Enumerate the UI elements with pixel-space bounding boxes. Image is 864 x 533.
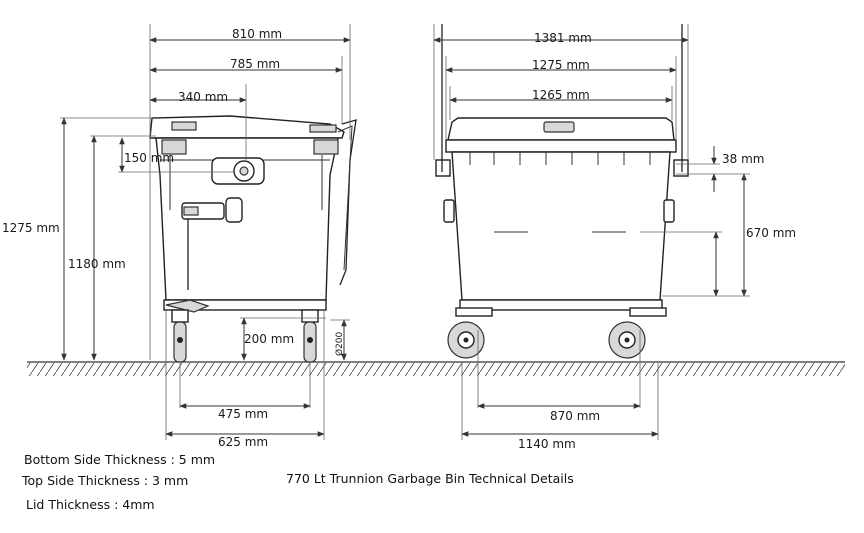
dim-340: 340 mm bbox=[178, 90, 228, 104]
side-dimension-lines bbox=[60, 24, 351, 440]
dim-1180: 1180 mm bbox=[68, 257, 126, 271]
dim-150: 150 mm bbox=[124, 151, 174, 165]
dim-1265: 1265 mm bbox=[532, 88, 590, 102]
note-top-thickness: Top Side Thickness : 3 mm bbox=[22, 473, 189, 488]
caption: 770 Lt Trunnion Garbage Bin Technical De… bbox=[286, 471, 574, 486]
dim-1275-width: 1275 mm bbox=[532, 58, 590, 72]
side-dimension-labels: 810 mm 785 mm 340 mm 150 mm 1275 mm 1180… bbox=[2, 27, 345, 449]
note-lid-thickness: Lid Thickness : 4mm bbox=[26, 497, 155, 512]
side-view-bin bbox=[149, 115, 357, 363]
dim-1275-height: 1275 mm bbox=[2, 221, 60, 235]
dim-1381: 1381 mm bbox=[534, 31, 592, 45]
dim-wheel-diameter: Ø200 bbox=[334, 331, 345, 356]
dim-870: 870 mm bbox=[550, 409, 600, 423]
dim-625: 625 mm bbox=[218, 435, 268, 449]
dim-475: 475 mm bbox=[218, 407, 268, 421]
dim-1140: 1140 mm bbox=[518, 437, 576, 451]
ground-line bbox=[27, 361, 845, 376]
dim-670: 670 mm bbox=[746, 226, 796, 240]
front-dimension-labels: 1381 mm 1275 mm 1265 mm 38 mm 670 mm 870… bbox=[518, 31, 796, 451]
front-dimension-lines bbox=[433, 24, 750, 440]
front-ribs bbox=[469, 152, 651, 165]
front-view-bin bbox=[435, 24, 689, 359]
dim-810: 810 mm bbox=[232, 27, 282, 41]
note-bottom-thickness: Bottom Side Thickness : 5 mm bbox=[24, 452, 216, 467]
dim-200: 200 mm bbox=[244, 332, 294, 346]
dim-785: 785 mm bbox=[230, 57, 280, 71]
dim-38: 38 mm bbox=[722, 152, 764, 166]
